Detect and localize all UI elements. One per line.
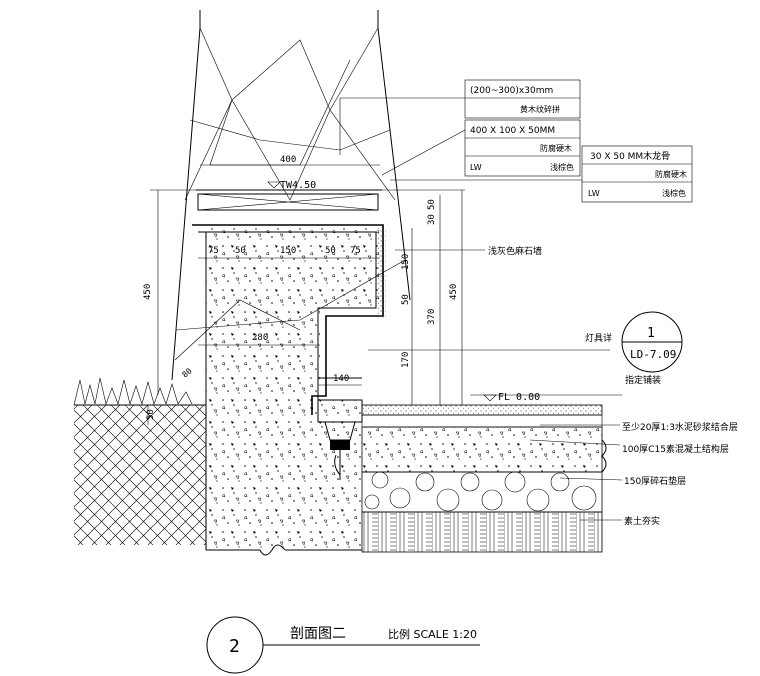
joist-spec-name: 防腐硬木 [655, 169, 687, 179]
title-name: 剖面图二 [290, 626, 346, 642]
label-finish: 指定铺装 [625, 374, 661, 386]
tw-level-marker [267, 181, 281, 189]
dim-75-left: 75 [208, 246, 219, 256]
ground-left [73, 377, 206, 545]
dim-50-ground: 50 [146, 409, 156, 420]
label-curb-stone: 浅灰色麻石墙 [488, 245, 542, 257]
dim-50-v: 50 [427, 199, 437, 210]
label-gravel: 150厚碎石垫层 [624, 475, 686, 487]
dim-80: 80 [181, 366, 194, 379]
dim-170: 170 [401, 352, 411, 368]
beam-spec-code: LW [470, 163, 482, 172]
label-mortar: 至少20厚1:3水泥砂浆结合层 [622, 421, 738, 433]
label-soil: 素土夯实 [624, 515, 660, 527]
dim-step-width: 140 [333, 374, 349, 384]
dimension-lines [147, 164, 465, 425]
joist-spec-code: LW [588, 189, 600, 198]
joist-spec-size: 30 X 50 MM木龙骨 [590, 150, 670, 162]
dim-50-v2: 50 [401, 294, 411, 305]
dim-150: 150 [280, 246, 296, 256]
dim-50-a: 50 [235, 246, 246, 256]
wood-spec-name: 黄木纹碎拼 [520, 104, 560, 114]
tw-level: TW4.50 [280, 180, 316, 191]
title-number: 2 [229, 636, 240, 657]
joist-spec-table: 30 X 50 MM木龙骨 防腐硬木 LW 浅棕色 [581, 145, 693, 203]
beam-spec-name: 防腐硬木 [540, 143, 572, 153]
wood-spec-size: (200~300)x30mm [470, 86, 553, 96]
dim-height-450-left: 450 [143, 284, 153, 300]
dim-150-v: 150 [401, 254, 411, 270]
dim-height-450-right: 450 [449, 284, 459, 300]
callout-sheet: LD-7.09 [630, 348, 676, 361]
dim-top-width: 400 [280, 155, 296, 165]
fl-level: FL 0.00 [498, 392, 540, 403]
title-block: 2 剖面图二 比例 SCALE 1:20 [206, 616, 480, 674]
lamp-fixture [317, 377, 363, 480]
dim-50-b: 50 [325, 246, 336, 256]
paving-layers [361, 404, 607, 553]
wall-body [192, 224, 386, 556]
wood-spec-table: (200~300)x30mm 黄木纹碎拼 [464, 79, 581, 119]
beam-spec-size: 400 X 100 X 50MM [470, 126, 555, 136]
title-scale: 比例 SCALE 1:20 [388, 627, 477, 641]
callout-number: 1 [647, 326, 655, 341]
beam-spec-color: 浅棕色 [550, 162, 574, 172]
dim-75-right: 75 [350, 246, 361, 256]
joist-spec-color: 浅棕色 [662, 188, 686, 198]
dim-370: 370 [427, 309, 437, 325]
beam-spec-table: 400 X 100 X 50MM 防腐硬木 LW 浅棕色 [464, 119, 581, 177]
label-lamp-detail: 灯具详 [585, 332, 612, 344]
dim-30: 30 [427, 214, 437, 225]
fl-level-marker [483, 394, 497, 402]
label-concrete: 100厚C15素混凝土结构层 [622, 443, 729, 455]
dim-wall-width: 280 [252, 333, 268, 343]
detail-callout: 1 LD-7.09 [621, 311, 683, 373]
wood-slab [196, 189, 382, 211]
